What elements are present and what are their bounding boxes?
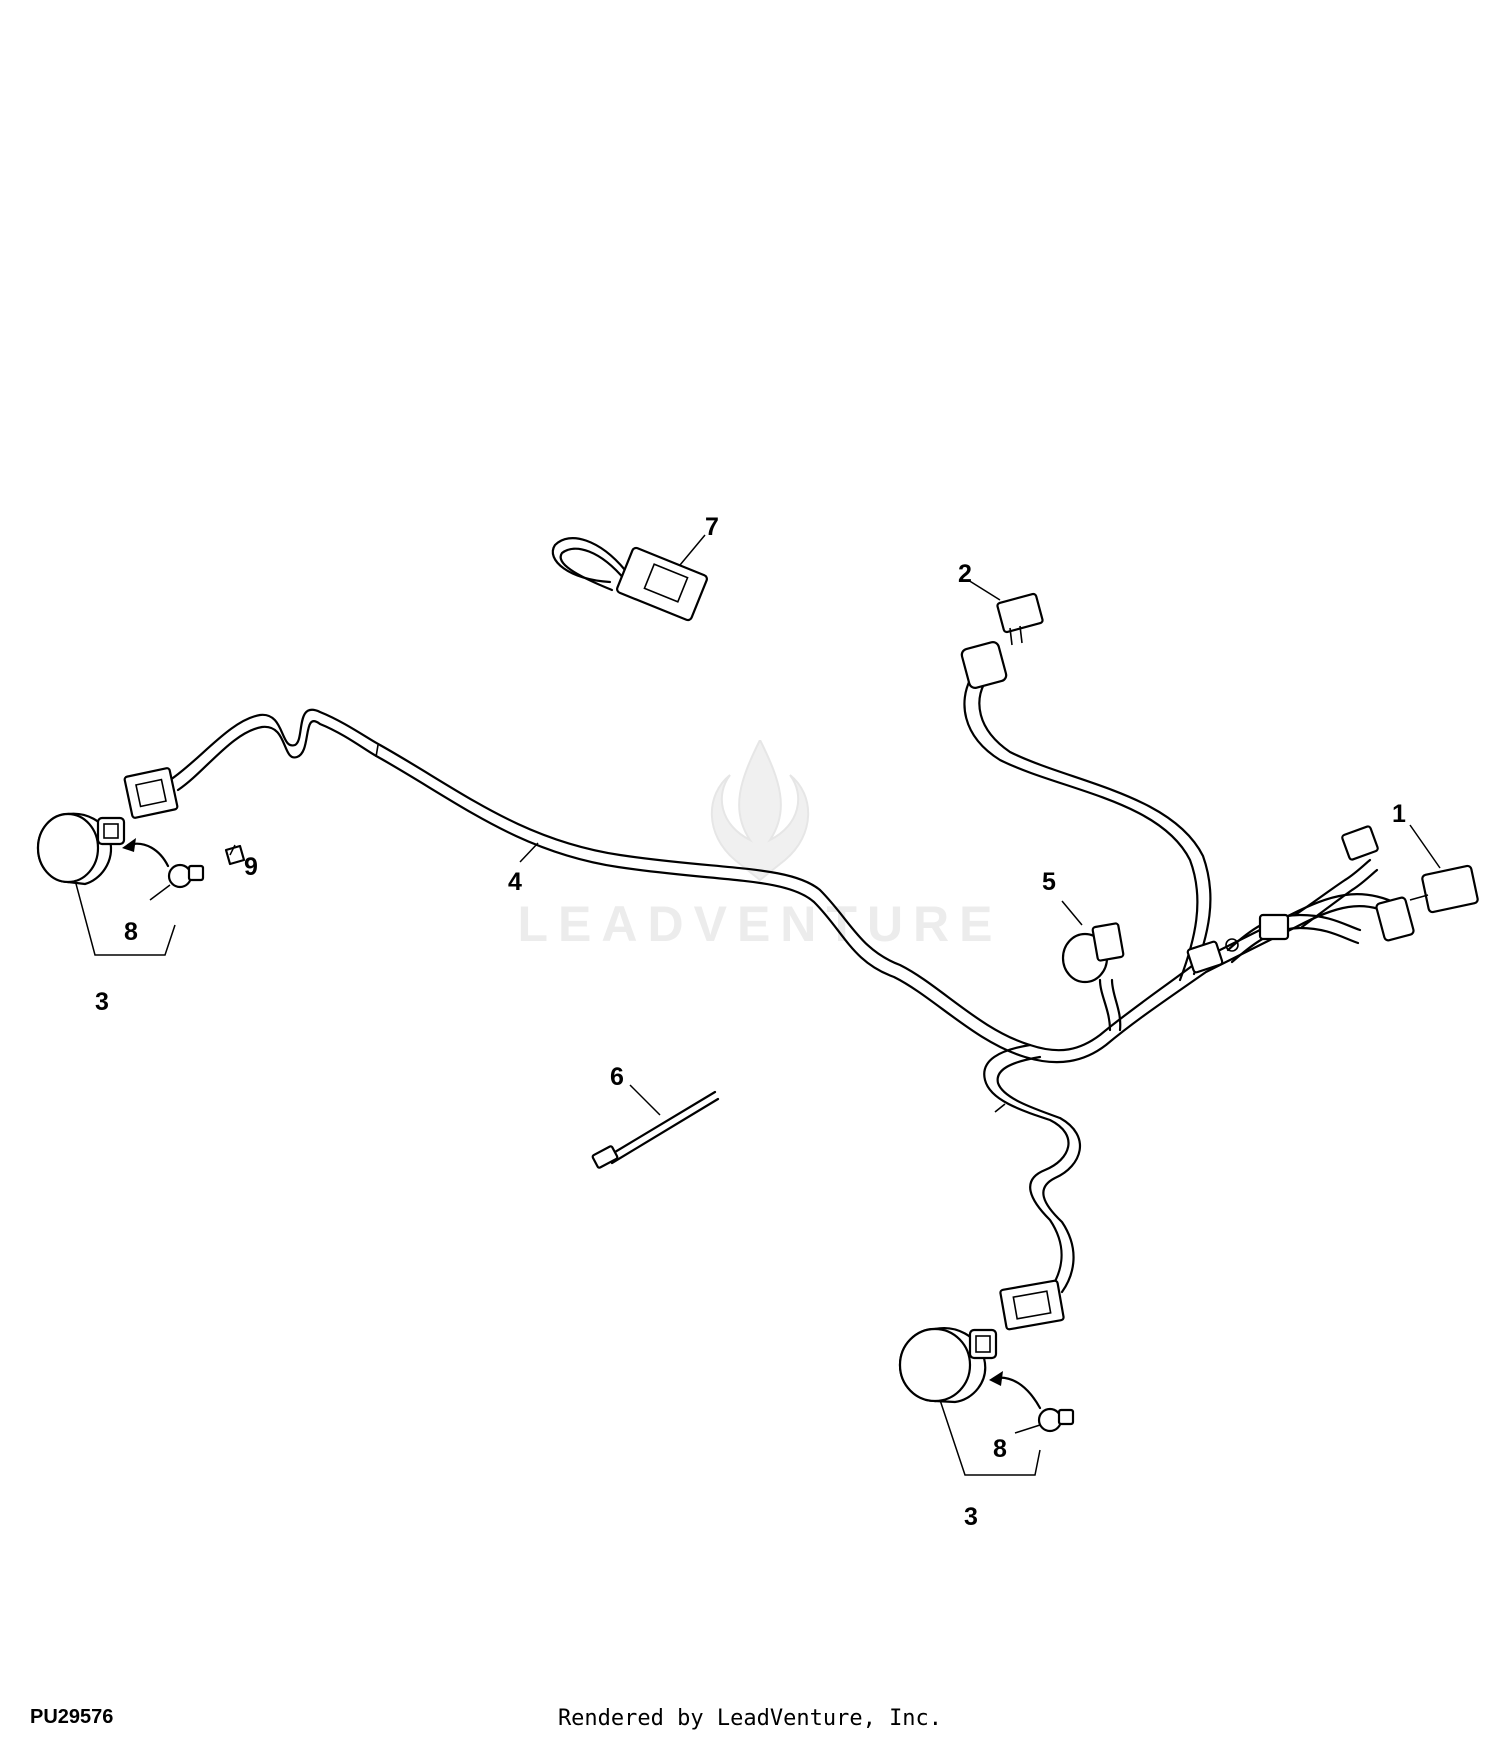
render-credit: Rendered by LeadVenture, Inc. (557, 1706, 943, 1731)
callout-7: 7 (705, 513, 719, 541)
callout-6: 6 (610, 1063, 624, 1091)
callout-3-lower: 3 (964, 1503, 978, 1531)
callout-3-upper: 3 (95, 988, 109, 1016)
main-harness (168, 708, 1402, 1064)
switch-part-1 (1341, 825, 1479, 942)
upper-left-lamp (36, 812, 126, 886)
callout-9: 9 (244, 853, 258, 881)
lower-bulb (989, 1371, 1075, 1433)
callout-2: 2 (958, 560, 972, 588)
connector-part-2 (960, 592, 1044, 689)
left-harness-connector (123, 767, 179, 819)
flasher-relay-part-5 (1061, 922, 1125, 1032)
callout-8-lower: 8 (993, 1435, 1007, 1463)
callout-1: 1 (1392, 800, 1406, 828)
callout-4: 4 (508, 868, 522, 896)
callout-8-upper: 8 (124, 918, 138, 946)
upper-bulb (122, 838, 205, 889)
upper-branch-wire (963, 678, 1212, 982)
flame-logo-icon (710, 737, 810, 882)
figure-id: PU29576 (30, 1706, 114, 1728)
callout-5: 5 (1042, 868, 1056, 896)
leader-lines (74, 534, 1441, 1476)
clip-part-9 (224, 844, 246, 866)
lower-lamp (898, 1279, 1065, 1404)
watermark: LEADVENTURE (480, 737, 1040, 953)
lower-branch-wire (983, 1043, 1081, 1294)
jumper-connector-part-7 (551, 537, 708, 622)
cable-tie-part-6 (591, 1090, 720, 1169)
right-branch-wire (1226, 858, 1379, 964)
watermark-text: LEADVENTURE (517, 896, 1003, 952)
junction-connectors (1186, 913, 1290, 974)
